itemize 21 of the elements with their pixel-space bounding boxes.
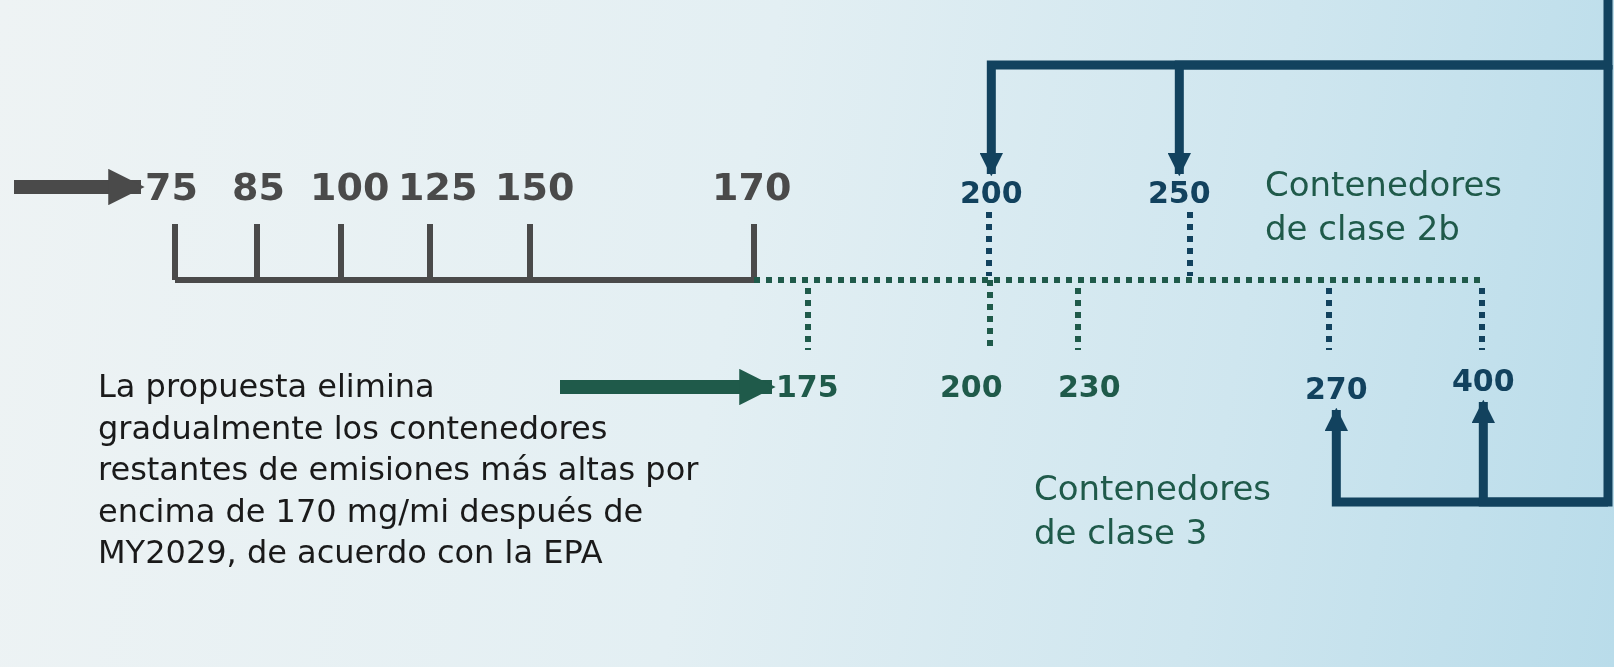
scale-value: 170 (712, 168, 792, 206)
arrow (979, 0, 1613, 177)
scale-value: 75 (145, 168, 198, 206)
scale-value: 175 (776, 372, 839, 402)
scale-value: 200 (940, 372, 1003, 402)
scale-value: 400 (1452, 366, 1515, 396)
scale-value: 150 (495, 168, 575, 206)
scale-value: 270 (1305, 374, 1368, 404)
arrow (14, 168, 145, 206)
arrow (560, 368, 776, 406)
scale-value: 125 (398, 168, 478, 206)
category-label: Contenedores de clase 3 (1034, 466, 1314, 555)
scale-value: 230 (1058, 372, 1121, 402)
arrow (1324, 65, 1613, 507)
scale-value: 200 (960, 178, 1023, 208)
arrow (1471, 399, 1608, 507)
scale-value: 85 (232, 168, 285, 206)
category-label: Contenedores de clase 2b (1265, 162, 1545, 251)
scale-value: 250 (1148, 178, 1211, 208)
scale-value: 100 (310, 168, 390, 206)
note-text: La propuesta elimina gradualmente los contenedores restantes de emisiones más altas por encima de 170 mg/mi después de MY2029, de acuerdo con la EPA (98, 366, 738, 574)
